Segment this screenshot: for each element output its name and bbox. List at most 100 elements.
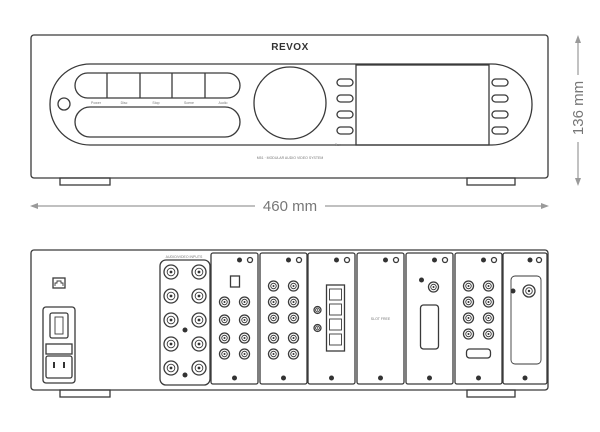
- rca-jack: [238, 314, 251, 326]
- rca-jack: [522, 284, 536, 298]
- side-button-4[interactable]: [336, 126, 354, 135]
- screw-icon: [383, 257, 388, 263]
- rca-jack: [218, 348, 231, 360]
- arrow-up-icon: [575, 35, 581, 43]
- screw-icon: [432, 257, 437, 263]
- rca-jack: [313, 323, 322, 333]
- screw-icon: [476, 375, 481, 381]
- rear-view: AUDIO/VIDEO INPUTS SLOT FREE: [30, 249, 549, 398]
- disc-button[interactable]: [108, 74, 139, 97]
- rca-jack: [267, 332, 280, 344]
- side-button-1[interactable]: [336, 78, 354, 87]
- display-screen: [355, 64, 490, 146]
- model-text: M51 · MODULAR AUDIO VIDEO SYSTEM: [257, 156, 324, 160]
- screw-icon: [527, 257, 533, 263]
- rca-jack: [267, 296, 280, 308]
- screw-icon: [522, 375, 528, 381]
- expansion-module-2: [259, 252, 308, 385]
- expansion-module-1: [210, 252, 259, 385]
- power-label: Power: [91, 101, 102, 105]
- right-button-2[interactable]: [491, 94, 509, 103]
- rca-jack: [462, 280, 475, 292]
- rca-jack: [462, 328, 475, 340]
- rear-foot-right: [466, 389, 516, 398]
- right-button-4[interactable]: [491, 126, 509, 135]
- rca-label: AUDIO/VIDEO INPUTS: [166, 255, 203, 259]
- disc-slot: [74, 106, 241, 138]
- right-button-3[interactable]: [491, 110, 509, 119]
- foot-left: [59, 177, 111, 186]
- front-panel-bezel: [49, 63, 533, 146]
- foot-right: [466, 177, 516, 186]
- rca-jack: [482, 296, 495, 308]
- expansion-module-3: [307, 252, 356, 385]
- side-button-3[interactable]: [336, 110, 354, 119]
- screw-icon: [182, 327, 188, 333]
- rca-jack: [163, 288, 179, 304]
- expansion-module-7: [502, 252, 548, 385]
- rca-jack: [191, 288, 207, 304]
- optical-port: [229, 275, 241, 288]
- serial-port: [465, 348, 492, 359]
- audio-button[interactable]: [206, 74, 239, 97]
- disc-label: Disc: [121, 101, 128, 105]
- arrow-right-icon: [541, 203, 549, 209]
- rca-input-block: AUDIO/VIDEO INPUTS: [159, 255, 211, 386]
- rca-jack: [267, 280, 280, 292]
- arrow-left-icon: [30, 203, 38, 209]
- rca-jack: [191, 312, 207, 328]
- volume-knob[interactable]: [253, 66, 327, 140]
- power-button[interactable]: [76, 74, 106, 97]
- rca-jack: [482, 280, 495, 292]
- screw-icon: [329, 375, 334, 381]
- screw-icon: [281, 375, 286, 381]
- rear-chassis: [30, 249, 549, 391]
- front-chassis: [30, 34, 549, 179]
- rca-jack: [191, 360, 207, 376]
- rca-jack: [462, 312, 475, 324]
- rca-jack: [218, 314, 231, 326]
- side-button-2[interactable]: [336, 94, 354, 103]
- blank-module-label: SLOT FREE: [371, 317, 391, 321]
- front-view: REVOX Power Disc Stop Scene Audio Fav M5…: [30, 34, 549, 186]
- rca-jack: [287, 332, 300, 344]
- rca-jack: [163, 264, 179, 280]
- rca-jack: [427, 281, 440, 293]
- screw-icon: [378, 375, 383, 381]
- rear-foot-left: [59, 389, 111, 398]
- button-strip: [74, 72, 241, 99]
- screw-icon: [481, 257, 486, 263]
- screw-icon: [232, 375, 237, 381]
- height-label: 136 mm: [570, 81, 587, 135]
- scene-button[interactable]: [173, 74, 204, 97]
- rca-jack: [218, 332, 231, 344]
- revox-logo: REVOX: [271, 42, 309, 53]
- stop-button[interactable]: [141, 74, 171, 97]
- rca-jack: [191, 336, 207, 352]
- screw-icon: [419, 277, 424, 283]
- rca-jack: [287, 348, 300, 360]
- rca-jack: [313, 305, 322, 315]
- rca-jack: [238, 348, 251, 360]
- expansion-module-4: SLOT FREE: [356, 252, 405, 385]
- screw-icon: [286, 257, 291, 263]
- height-dimension: 136 mm: [570, 35, 587, 186]
- screw-icon: [334, 257, 339, 263]
- power-switch[interactable]: [49, 312, 69, 339]
- rca-jack: [238, 296, 251, 308]
- ethernet-switch-ports: [325, 284, 346, 352]
- iec-power-socket: [45, 355, 73, 379]
- rca-jack: [163, 336, 179, 352]
- right-button-1[interactable]: [491, 78, 509, 87]
- power-module: [42, 306, 76, 384]
- fav-label: Fav: [335, 143, 341, 147]
- audio-label: Audio: [219, 101, 228, 105]
- rca-jack: [163, 360, 179, 376]
- scene-label: Scene: [184, 101, 194, 105]
- width-label: 460 mm: [263, 198, 317, 215]
- width-dimension: 460 mm: [30, 198, 549, 215]
- expansion-module-6: [454, 252, 503, 385]
- scart-connector: [419, 304, 440, 350]
- screw-icon: [182, 372, 188, 378]
- screw-icon: [237, 257, 242, 263]
